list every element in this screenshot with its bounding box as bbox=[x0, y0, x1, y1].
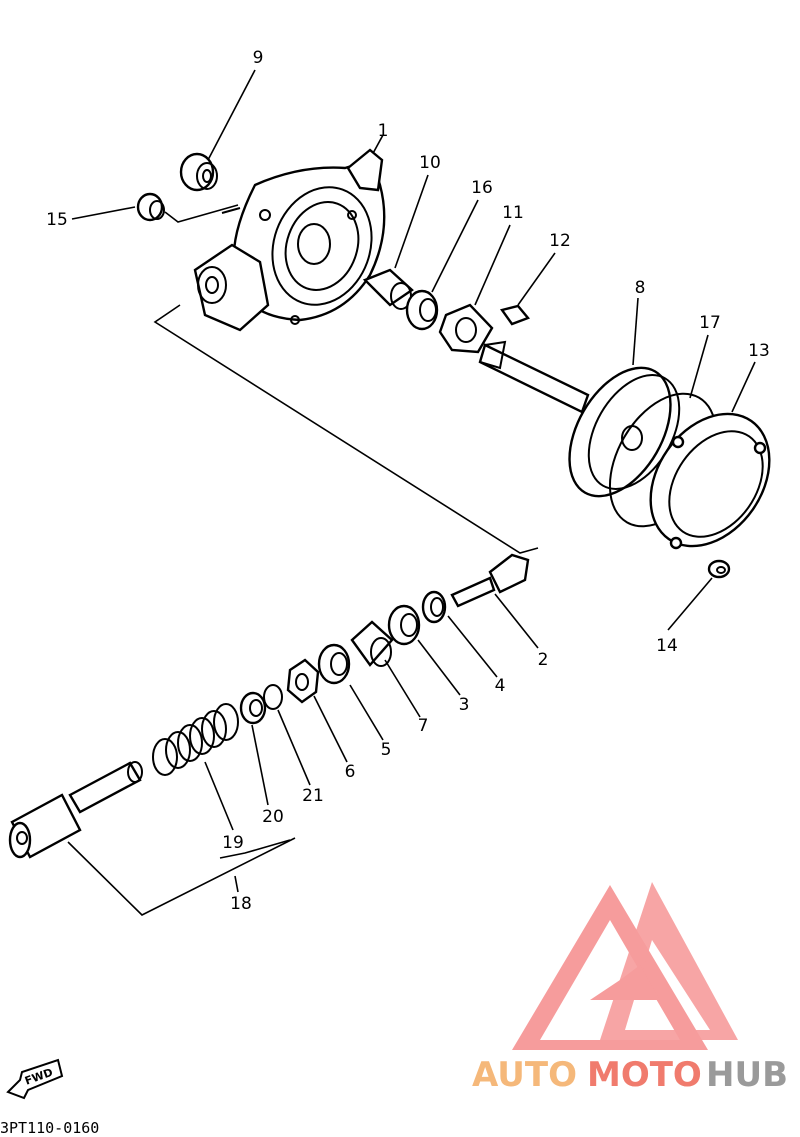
callout-18: 18 bbox=[230, 894, 252, 914]
gear-shaft-8 bbox=[478, 340, 681, 498]
circlip-21 bbox=[263, 684, 283, 710]
washer-20 bbox=[239, 691, 267, 725]
leader-5 bbox=[349, 684, 384, 741]
callout-12: 12 bbox=[549, 231, 571, 251]
callout-10: 10 bbox=[419, 153, 441, 173]
pinion-2 bbox=[450, 553, 530, 608]
drive-shaft-18 bbox=[8, 761, 143, 859]
callout-2: 2 bbox=[538, 650, 549, 670]
callout-9: 9 bbox=[253, 48, 264, 68]
leader-15 bbox=[71, 206, 136, 220]
leader-9 bbox=[207, 69, 256, 161]
bearing-16 bbox=[405, 289, 439, 331]
leader-21 bbox=[277, 709, 311, 786]
leader-16 bbox=[431, 199, 479, 293]
bolt-14 bbox=[707, 559, 731, 579]
bearing-3 bbox=[387, 604, 421, 646]
callout-3: 3 bbox=[459, 695, 470, 715]
watermark-text: AUTO MOTO HUB bbox=[472, 1055, 788, 1095]
callout-7: 7 bbox=[418, 716, 429, 736]
leader-18 bbox=[234, 875, 239, 893]
leader-15-stud bbox=[164, 204, 239, 223]
callout-17: 17 bbox=[699, 313, 721, 333]
callout-labels: 1 2 3 4 5 6 7 8 9 10 11 12 13 14 15 16 1… bbox=[46, 48, 770, 914]
plate-11 bbox=[438, 303, 494, 354]
automotohub-logo bbox=[512, 882, 738, 1050]
callout-5: 5 bbox=[381, 740, 392, 760]
callout-13: 13 bbox=[748, 341, 770, 361]
spring-19 bbox=[152, 703, 239, 776]
leader-lines bbox=[67, 69, 756, 916]
forward-arrow-icon: FWD bbox=[6, 1058, 64, 1100]
leader-12 bbox=[517, 252, 556, 306]
callout-16: 16 bbox=[471, 178, 493, 198]
cover-13 bbox=[649, 412, 771, 550]
leader-10 bbox=[394, 174, 429, 269]
leader-7 bbox=[384, 659, 421, 718]
nut-6 bbox=[286, 658, 320, 704]
collar-7 bbox=[350, 620, 394, 667]
callout-8: 8 bbox=[635, 278, 646, 298]
leader-11 bbox=[474, 224, 511, 306]
leader-2 bbox=[494, 593, 539, 649]
bearing-5 bbox=[317, 643, 351, 685]
leader-20 bbox=[251, 724, 269, 806]
callout-14: 14 bbox=[656, 636, 678, 656]
watermark-auto: AUTO bbox=[472, 1055, 577, 1095]
diagram-code: 3PT110-0160 bbox=[0, 1119, 99, 1137]
callout-11: 11 bbox=[502, 203, 524, 223]
leader-8 bbox=[632, 297, 639, 366]
leader-13 bbox=[731, 361, 756, 413]
watermark-hub: HUB bbox=[706, 1055, 788, 1095]
bracket-18 bbox=[67, 837, 296, 916]
leader-17 bbox=[689, 334, 709, 399]
leader-6 bbox=[313, 695, 348, 763]
watermark-moto: MOTO bbox=[587, 1055, 702, 1095]
bracket-19-20 bbox=[219, 839, 291, 859]
leader-14 bbox=[667, 577, 713, 631]
callout-15: 15 bbox=[46, 210, 68, 230]
callout-4: 4 bbox=[495, 676, 506, 696]
leader-3 bbox=[417, 639, 461, 696]
leader-18-group bbox=[153, 304, 539, 554]
callout-6: 6 bbox=[345, 762, 356, 782]
bushing-15 bbox=[136, 192, 165, 222]
bearing-9 bbox=[179, 152, 218, 192]
callout-19: 19 bbox=[222, 833, 244, 853]
gear-housing bbox=[193, 148, 386, 332]
leader-19 bbox=[204, 761, 234, 831]
callout-20: 20 bbox=[262, 807, 284, 827]
washer-4 bbox=[421, 590, 447, 624]
callout-21: 21 bbox=[302, 786, 324, 806]
bolt-12 bbox=[499, 304, 531, 326]
collar-10 bbox=[362, 268, 414, 310]
leader-4 bbox=[447, 615, 498, 678]
callout-1: 1 bbox=[378, 121, 389, 141]
